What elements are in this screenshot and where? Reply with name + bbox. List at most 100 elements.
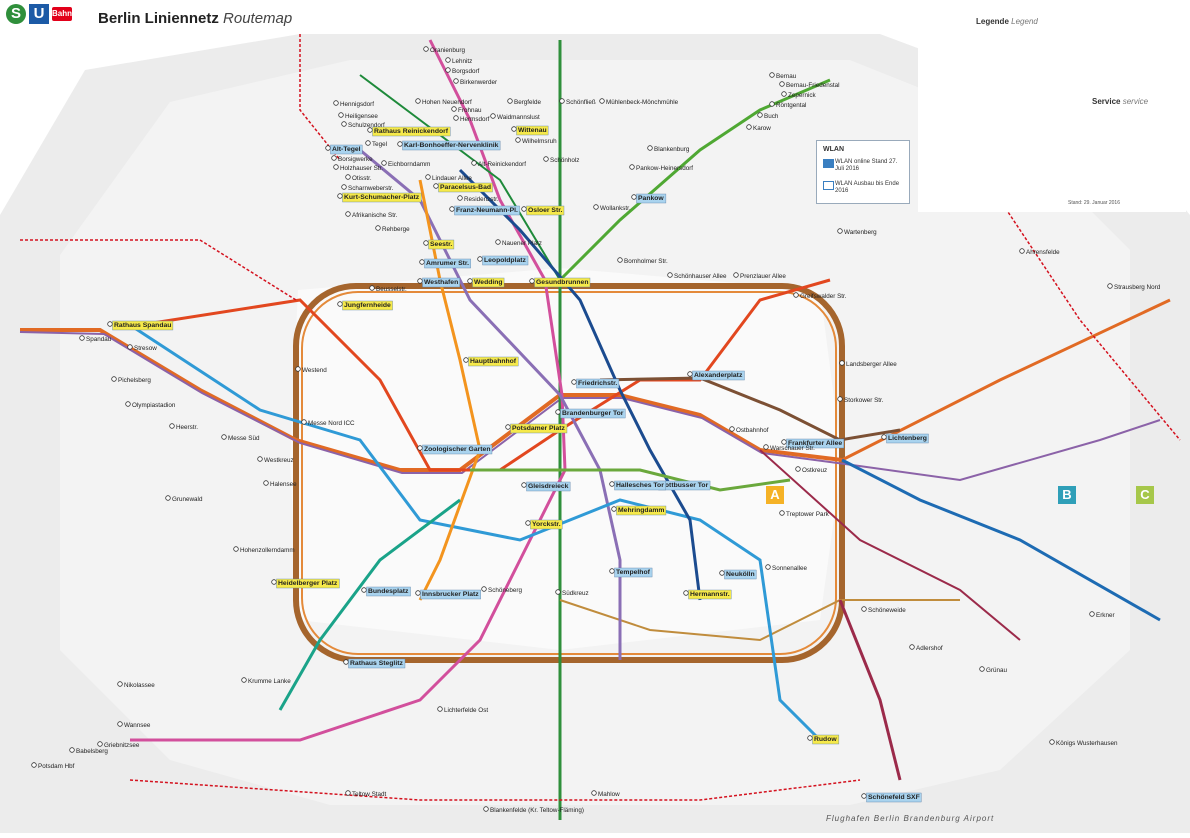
station-label-box (534, 277, 591, 288)
station-label: Schöneweide (868, 607, 906, 614)
station-label: Brandenburger Tor (562, 410, 624, 417)
station: Spandau (79, 335, 112, 343)
station: Franz-Neumann-Pl. (449, 205, 520, 216)
legend-panel: Legende Legend Stand: 29. Januar 2016 (918, 12, 1186, 212)
station: Seestr. (423, 239, 455, 250)
station: Wartenberg (837, 228, 877, 236)
station-label: Beusselstr. (376, 286, 407, 293)
station: Schönfließ (559, 98, 596, 106)
zone-b-marker: B (1058, 486, 1076, 504)
stations-layer: HennigsdorfHeiligenseeSchulzendorfTegelO… (31, 46, 1161, 814)
station: Oranienburg (423, 46, 466, 54)
station: Friedrichstr. (571, 378, 620, 389)
station: Grünau (979, 666, 1008, 674)
station: Tegel (365, 140, 387, 148)
station-label: Borgsdorf (452, 68, 480, 75)
station-label-box (366, 586, 411, 597)
station: Rudow (807, 734, 840, 745)
station-dot (837, 228, 843, 234)
station-dot (781, 91, 787, 97)
station: Gleisdreieck (521, 481, 571, 492)
station-dot (451, 106, 457, 112)
station: Hauptbahnhof (463, 356, 519, 367)
station: Ahrensfelde (1019, 248, 1060, 256)
station-label: Potsdam Hbf (38, 763, 75, 770)
station-dot (515, 137, 521, 143)
station-label-box (886, 433, 929, 444)
station-dot (437, 706, 443, 712)
station-dot (795, 466, 801, 472)
station-label: Wartenberg (844, 229, 877, 236)
station: Kurt-Schumacher-Platz (337, 192, 422, 203)
station: Stresow (127, 344, 157, 352)
station-dot (769, 72, 775, 78)
station-dot (423, 46, 429, 52)
station-label-box (420, 589, 481, 600)
line-s3-east (841, 458, 1161, 622)
station: Erkner (1089, 611, 1115, 619)
station-label: Griebnitzsee (104, 742, 140, 749)
station-label: Westend (302, 367, 327, 374)
station-label: Lehnitz (452, 58, 472, 65)
station-dot (325, 145, 331, 151)
station-dot (729, 426, 735, 432)
line-s5-east (841, 298, 1171, 462)
station-dot (79, 335, 85, 341)
station: Zoologischer Garten (417, 444, 493, 455)
station-dot (555, 409, 561, 415)
station-label-box (424, 258, 471, 269)
station: Südkreuz (555, 589, 589, 597)
station-label: Alt-Reinickendorf (478, 161, 526, 168)
station-dot (807, 735, 813, 741)
station-label: Frankfurter Allee (788, 440, 842, 447)
station-dot (117, 721, 123, 727)
station: Karow (746, 124, 771, 132)
station: Warschauer Str. (763, 444, 815, 452)
station-label: Zoologischer Garten (424, 446, 490, 453)
station-label: Treptower Park (786, 511, 830, 518)
station-dot (417, 278, 423, 284)
station-label-box (438, 182, 493, 193)
station-label: Afrikanische Str. (352, 212, 398, 219)
station-label: Adlershof (916, 645, 943, 652)
brand: S U Bahn (6, 4, 72, 24)
station-dot (117, 681, 123, 687)
station-label: Eichborndamm (388, 161, 430, 168)
station: Hallesches Tor (609, 480, 666, 491)
station: Hohenzollerndamm (233, 546, 295, 554)
station-dot (631, 194, 637, 200)
station: Eichborndamm (381, 160, 430, 168)
station: Hohen Neuendorf (415, 98, 472, 106)
station: Lindauer Allee (425, 174, 472, 182)
station-label: Schönhauser Allee (674, 273, 727, 280)
line-s9 (759, 449, 1021, 641)
station-label: Ostkreuz (802, 467, 827, 474)
line-re-west (20, 239, 297, 301)
station: Lehnitz (445, 57, 472, 65)
legend-stand: Stand: 29. Januar 2016 (1068, 200, 1120, 206)
station-label: Rehberge (382, 226, 410, 233)
station-label: Wannsee (124, 722, 151, 729)
station-label: Bergfelde (514, 99, 541, 106)
station-label: Wittenau (518, 127, 547, 134)
station-label-box (614, 480, 666, 491)
station-dot (769, 101, 775, 107)
station: Wannsee (117, 721, 151, 729)
station-dot (169, 423, 175, 429)
station: Heidelberger Platz (271, 578, 340, 589)
station: Osloer Str. (521, 205, 565, 216)
station-label-box (112, 320, 174, 331)
station-label: Ahrensfelde (1026, 249, 1060, 256)
station-dot (463, 357, 469, 363)
station: Holzhauser Str. (333, 164, 383, 172)
station-label: Gesundbrunnen (536, 279, 589, 286)
station-label: Lichterfelde Ost (444, 707, 488, 714)
station-dot (909, 644, 915, 650)
station: Greifswalder Str. (793, 292, 847, 300)
station-label-box (454, 205, 520, 216)
station-label-box (516, 125, 549, 136)
station: Hermsdorf (453, 115, 490, 123)
station-dot (471, 160, 477, 166)
station-dot (757, 112, 763, 118)
station-label: Blankenburg (654, 146, 690, 153)
